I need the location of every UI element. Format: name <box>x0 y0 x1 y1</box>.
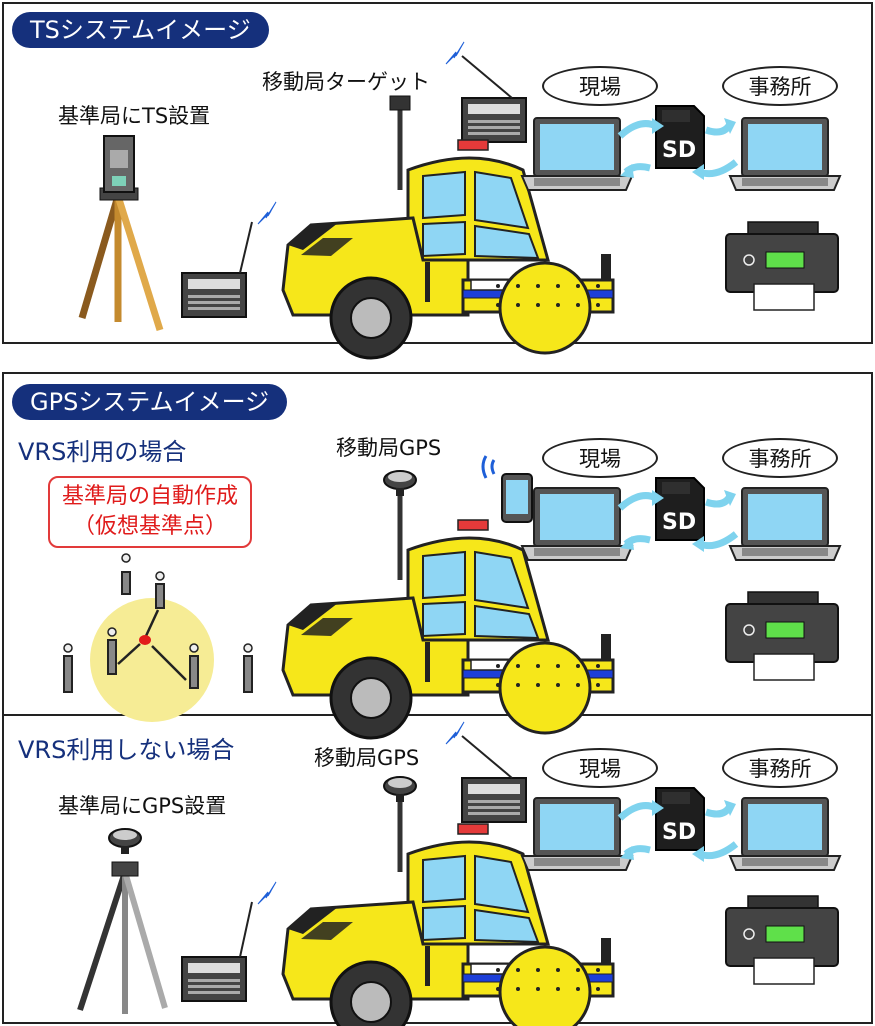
vrs-site-oval: 現場 <box>542 438 658 478</box>
nonvrs-base-label: 基準局にGPS設置 <box>58 794 227 818</box>
gps-divider <box>2 714 873 716</box>
vrs-site-laptop <box>521 487 633 561</box>
vrs-rover-gps-antenna <box>383 470 417 497</box>
nonvrs-heading: VRS利用しない場合 <box>18 736 235 764</box>
vrs-smartphone <box>481 455 533 523</box>
nonvrs-rover-signal-icon <box>445 721 465 745</box>
gps-section-title: GPSシステムイメージ <box>12 384 288 420</box>
nonvrs-sd-label: SD <box>662 820 697 845</box>
ts-site-laptop <box>521 117 633 191</box>
vrs-site-label: 現場 <box>579 447 621 471</box>
virtual-base-line2: （仮想基準点） <box>73 514 228 539</box>
ts-rover-signal-icon <box>445 41 465 65</box>
nonvrs-base-gps-antenna <box>108 828 142 855</box>
nonvrs-site-laptop <box>521 797 633 871</box>
vrs-printer <box>725 591 839 681</box>
nonvrs-tripod <box>77 861 168 1014</box>
nonvrs-site-oval: 現場 <box>542 748 658 788</box>
nonvrs-office-laptop <box>729 797 841 871</box>
nonvrs-rover-gps-antenna <box>383 776 417 803</box>
ts-office-oval: 事務所 <box>722 66 838 106</box>
ts-section-title: TSシステムイメージ <box>12 12 269 48</box>
nonvrs-office-oval: 事務所 <box>722 748 838 788</box>
vrs-network <box>63 553 253 722</box>
vrs-office-laptop <box>729 487 841 561</box>
ts-base-label: 基準局にTS設置 <box>58 104 211 128</box>
ts-base-signal-icon <box>257 201 277 225</box>
virtual-base-line1: 基準局の自動作成 <box>62 484 239 509</box>
nonvrs-rover-radio <box>461 777 527 823</box>
ts-site-oval: 現場 <box>542 66 658 106</box>
ts-base-radio <box>181 272 247 318</box>
ts-tripod <box>78 135 164 332</box>
vrs-sd-label: SD <box>662 510 697 535</box>
nonvrs-office-label: 事務所 <box>748 757 812 781</box>
virtual-base-box: 基準局の自動作成 （仮想基準点） <box>48 476 253 548</box>
nonvrs-rover-label: 移動局GPS <box>314 746 420 770</box>
ts-office-label: 事務所 <box>748 75 812 99</box>
ts-site-label: 現場 <box>579 75 621 99</box>
ts-rover-radio <box>461 97 527 143</box>
nonvrs-printer <box>725 895 839 985</box>
ts-office-laptop <box>729 117 841 191</box>
ts-rover-label: 移動局ターゲット <box>262 70 430 94</box>
vrs-office-oval: 事務所 <box>722 438 838 478</box>
vrs-heading: VRS利用の場合 <box>18 438 187 466</box>
ts-sd-label: SD <box>662 138 697 163</box>
nonvrs-base-signal-icon <box>257 881 277 905</box>
ts-printer <box>725 221 839 311</box>
nonvrs-site-label: 現場 <box>579 757 621 781</box>
vrs-rover-label: 移動局GPS <box>336 436 442 460</box>
nonvrs-base-radio <box>181 956 247 1002</box>
vrs-office-label: 事務所 <box>748 447 812 471</box>
